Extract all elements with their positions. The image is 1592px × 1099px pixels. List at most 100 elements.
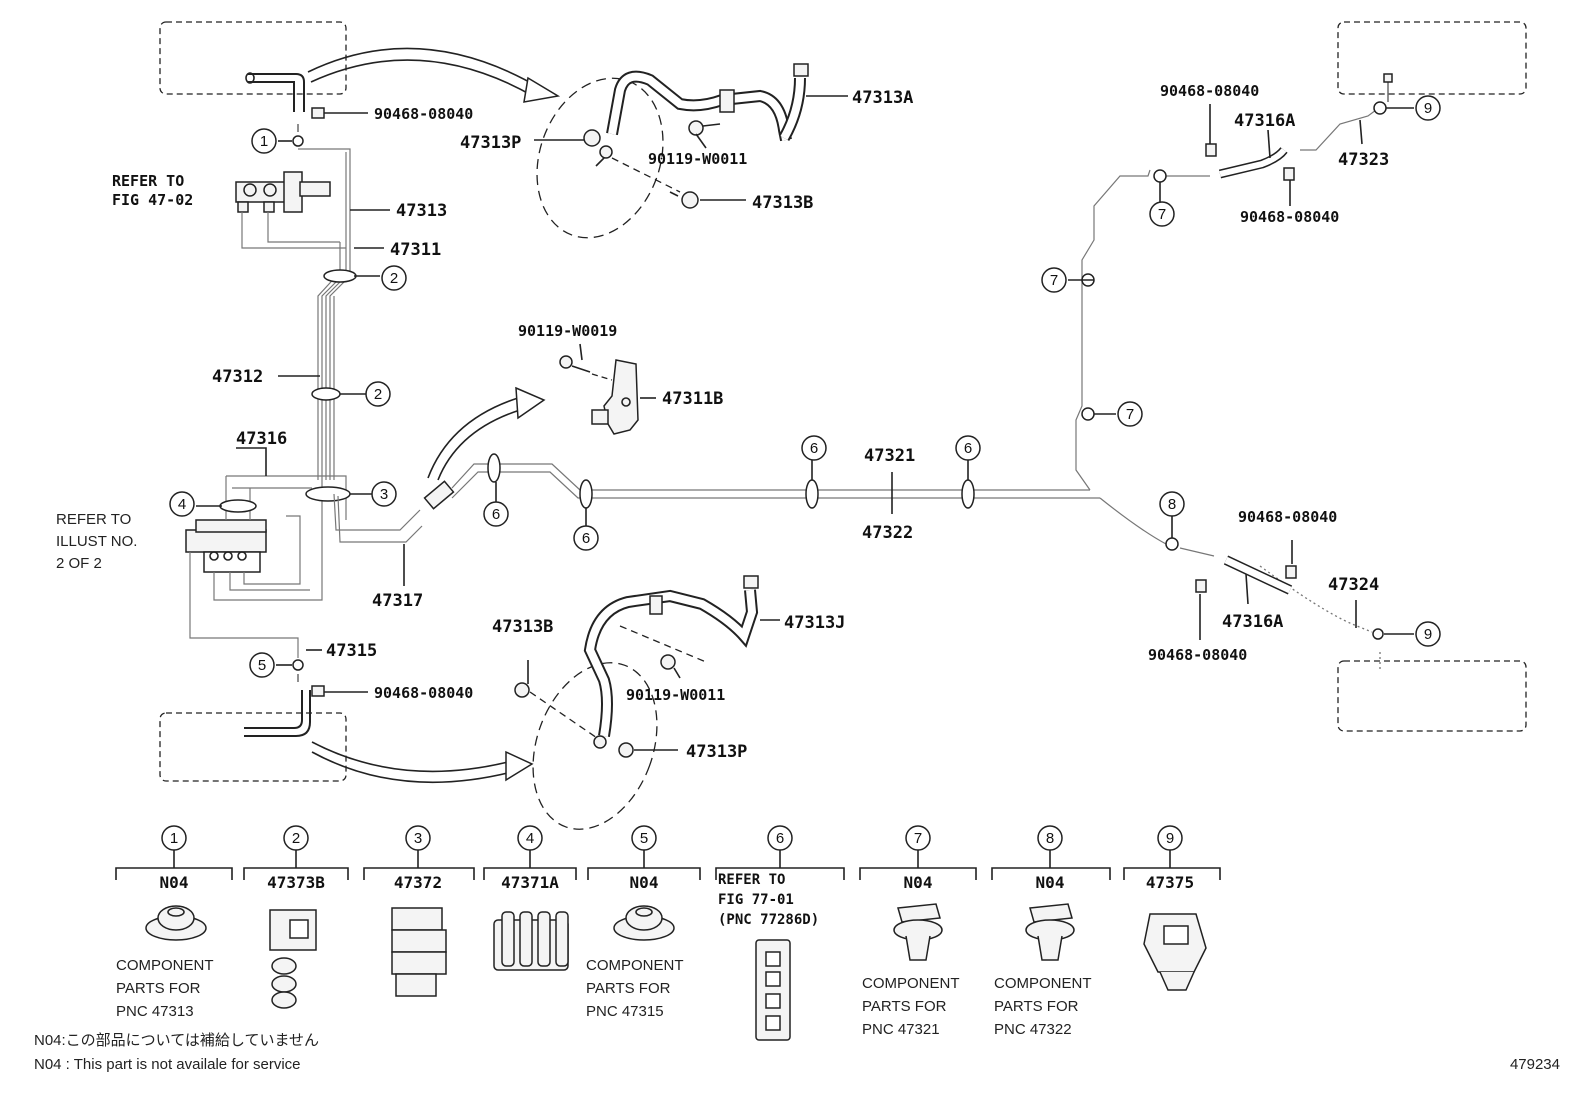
callout-9a-label: 9 (1424, 100, 1432, 117)
callout-7c-label: 7 (1126, 406, 1134, 423)
legend-5-callout: 5 (640, 830, 648, 847)
legend-8-caption-3: PNC 47322 (994, 1021, 1072, 1038)
legend-item-2: 2 47373B (243, 825, 349, 1009)
callout-6c: 6 (801, 435, 827, 461)
note-en: N04 : This part is not availale for serv… (34, 1056, 301, 1073)
callout-7a-label: 7 (1158, 206, 1166, 223)
legend-6-refer-1: REFER TO (718, 872, 785, 888)
legend: 1 N04 COMPONENT PARTS FOR PNC 47313 2 47… (115, 825, 1221, 1041)
front-right-area-box (1337, 21, 1527, 95)
rear-detail-circle (532, 662, 658, 830)
front-hose-detail (583, 63, 809, 209)
legend-item-4: 4 47371A (483, 825, 577, 971)
figure-id: 479234 (1510, 1056, 1560, 1073)
label-90119-W0019: 90119-W0019 (518, 322, 617, 340)
callout-2b-label: 2 (374, 386, 382, 403)
arrow-to-rear-hose (311, 741, 534, 784)
label-47313B-bottom: 47313B (492, 617, 553, 637)
legend-7-caption-1: COMPONENT (862, 975, 960, 992)
callout-9b-label: 9 (1424, 626, 1432, 643)
label-47316: 47316 (236, 429, 287, 449)
callout-7a: 7 (1149, 201, 1175, 227)
callout-3: 3 (371, 481, 397, 507)
label-47312: 47312 (212, 367, 263, 387)
legend-3-title: 47372 (394, 873, 442, 892)
rear-left-area-box (159, 712, 347, 782)
label-47316A-top: 47316A (1234, 111, 1295, 131)
label-47316A-bottom: 47316A (1222, 612, 1283, 632)
label-47313J: 47313J (784, 613, 845, 633)
callout-6b-label: 6 (582, 530, 590, 547)
label-90119-W0011-b: 90119-W0011 (626, 686, 725, 704)
legend-item-5: 5 N04 COMPONENT PARTS FOR PNC 47315 (586, 825, 701, 1020)
arrow-to-clamp (427, 386, 546, 481)
callout-7b: 7 (1041, 267, 1067, 293)
refer-fig-line2: FIG 47-02 (112, 191, 193, 209)
legend-item-8: 8 N04 COMPONENT PARTS FOR PNC 47322 (991, 825, 1111, 1038)
legend-6-callout: 6 (776, 830, 784, 847)
callout-6b: 6 (573, 525, 599, 551)
legend-item-1: 1 N04 COMPONENT PARTS FOR PNC 47313 (115, 825, 233, 1020)
callout-9b: 9 (1415, 621, 1441, 647)
label-47313P-bottom: 47313P (686, 742, 747, 762)
callout-6c-label: 6 (810, 440, 818, 457)
rear-hose-detail (514, 575, 759, 758)
legend-9-title: 47375 (1146, 873, 1194, 892)
legend-8-title: N04 (1036, 873, 1065, 892)
legend-9-callout: 9 (1166, 830, 1174, 847)
label-90468-08040-a: 90468-08040 (374, 105, 473, 123)
legend-8-caption-1: COMPONENT (994, 975, 1092, 992)
legend-2-title: 47373B (267, 873, 325, 892)
label-47317: 47317 (372, 591, 423, 611)
label-47322: 47322 (862, 523, 913, 543)
legend-7-callout: 7 (914, 830, 922, 847)
legend-item-6: 6 REFER TO FIG 77-01 (PNC 77286D) (715, 825, 845, 1041)
callout-2a-label: 2 (390, 270, 398, 287)
label-90468-08040-d: 90468-08040 (1240, 208, 1339, 226)
callout-6d-label: 6 (964, 440, 972, 457)
refer-illust-line1: REFER TO (56, 511, 131, 528)
label-47311B: 47311B (662, 389, 723, 409)
label-47313: 47313 (396, 201, 447, 221)
label-90119-W0011-a: 90119-W0011 (648, 150, 747, 168)
legend-2-callout: 2 (292, 830, 300, 847)
arrow-to-front-hose (307, 47, 561, 103)
callout-6d: 6 (955, 435, 981, 461)
legend-4-callout: 4 (526, 830, 534, 847)
callout-1: 1 (251, 128, 277, 154)
callout-6a: 6 (483, 501, 509, 527)
label-47315: 47315 (326, 641, 377, 661)
rear-right-area-box (1337, 660, 1527, 732)
legend-7-title: N04 (904, 873, 933, 892)
label-90468-08040-e: 90468-08040 (1238, 508, 1337, 526)
label-47313P-top: 47313P (460, 133, 521, 153)
label-47324: 47324 (1328, 575, 1379, 595)
legend-item-9: 9 47375 (1123, 825, 1221, 991)
left-pipe-bundle (185, 72, 423, 737)
callout-8-label: 8 (1168, 496, 1176, 513)
label-90468-08040-f: 90468-08040 (1148, 646, 1247, 664)
callout-5: 5 (249, 652, 275, 678)
part-labels: 90468-08040 47313A 47313P 90119-W0011 47… (56, 82, 1389, 762)
callout-4-label: 4 (178, 496, 186, 513)
label-90468-08040-b: 90468-08040 (374, 684, 473, 702)
label-47313B-top: 47313B (752, 193, 813, 213)
clip-icons (311, 107, 1297, 697)
legend-5-caption-1: COMPONENT (586, 957, 684, 974)
callout-4: 4 (169, 491, 195, 517)
label-47323: 47323 (1338, 150, 1389, 170)
front-left-area-box (159, 21, 347, 95)
legend-7-caption-2: PARTS FOR (862, 998, 947, 1015)
legend-1-caption-1: COMPONENT (116, 957, 214, 974)
legend-1-title: N04 (160, 873, 189, 892)
callout-5-label: 5 (258, 657, 266, 674)
legend-8-caption-2: PARTS FOR (994, 998, 1079, 1015)
legend-4-title: 47371A (501, 873, 559, 892)
leader-lines (196, 95, 1414, 751)
refer-illust-line3: 2 OF 2 (56, 555, 102, 572)
legend-1-caption-3: PNC 47313 (116, 1003, 194, 1020)
callout-2b: 2 (365, 381, 391, 407)
label-47313A: 47313A (852, 88, 913, 108)
label-90468-08040-c: 90468-08040 (1160, 82, 1259, 100)
legend-5-caption-3: PNC 47315 (586, 1003, 664, 1020)
